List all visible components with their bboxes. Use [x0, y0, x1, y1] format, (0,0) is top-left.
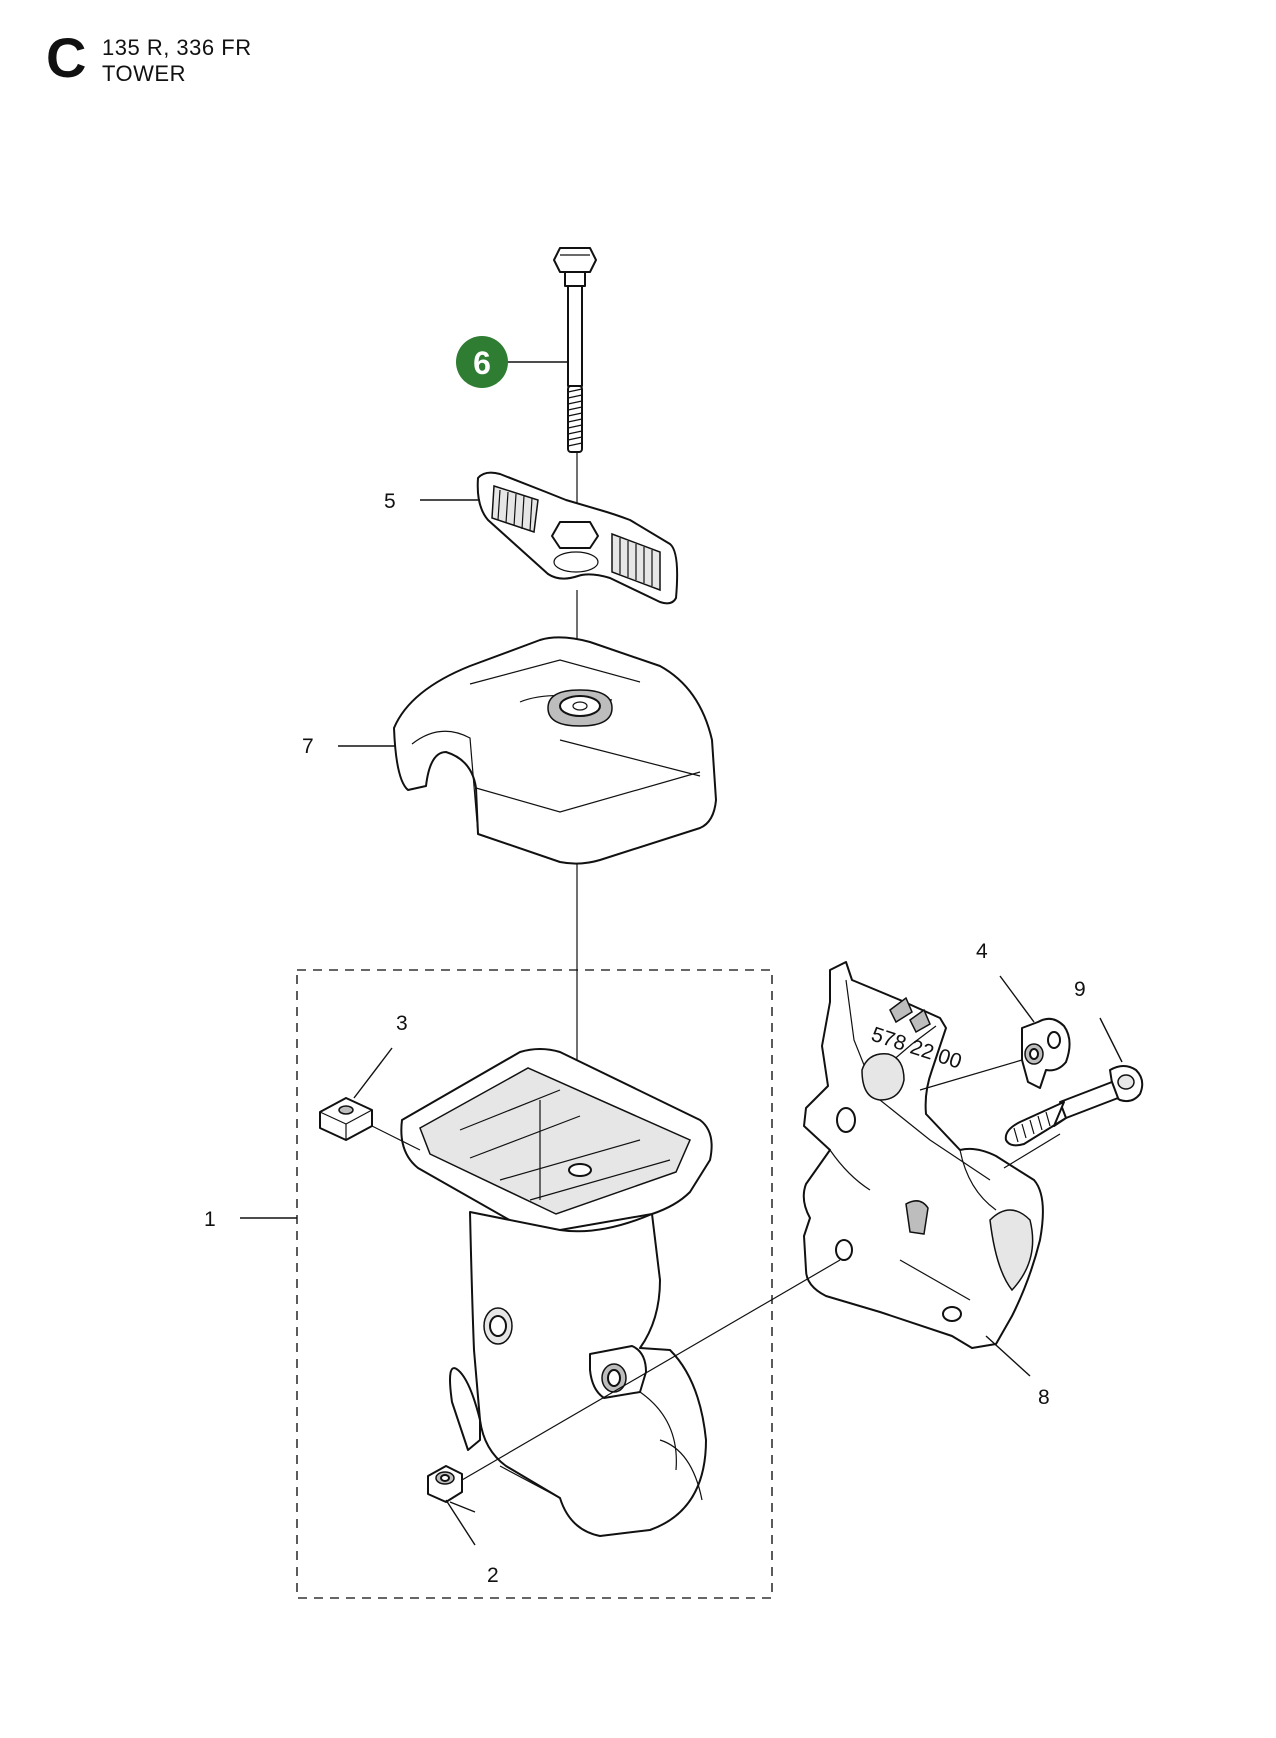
bracket-part-8[interactable]: 578 22 00 — [802, 961, 1044, 1349]
callout-7: 7 — [302, 735, 314, 758]
section-letter: C — [46, 26, 87, 89]
callout-8: 8 — [1038, 1386, 1050, 1409]
callout-9: 9 — [1074, 978, 1086, 1001]
page-header: C 135 R, 336 FR TOWER — [46, 28, 446, 92]
tower-body-part-1[interactable] — [400, 1048, 713, 1537]
bolt-part-6[interactable] — [553, 247, 597, 453]
highlight-badge[interactable] — [456, 336, 508, 388]
clip-part-4[interactable] — [1021, 1017, 1071, 1089]
callout-2: 2 — [487, 1564, 499, 1587]
model-list: 135 R, 336 FR — [102, 35, 252, 60]
wing-knob-part-5[interactable] — [476, 471, 679, 605]
screw-part-9[interactable] — [1004, 1065, 1144, 1147]
callout-6[interactable]: 6 — [473, 345, 491, 381]
assembly-group-box — [296, 969, 773, 1599]
cover-part-7[interactable] — [393, 636, 717, 865]
square-nut-part-3[interactable] — [319, 1097, 373, 1141]
callout-1: 1 — [204, 1208, 216, 1231]
hex-nut-part-2[interactable] — [427, 1465, 463, 1503]
callout-4: 4 — [976, 940, 988, 963]
callout-3: 3 — [396, 1012, 408, 1035]
page-title: TOWER — [102, 61, 186, 86]
callout-5: 5 — [384, 490, 396, 513]
